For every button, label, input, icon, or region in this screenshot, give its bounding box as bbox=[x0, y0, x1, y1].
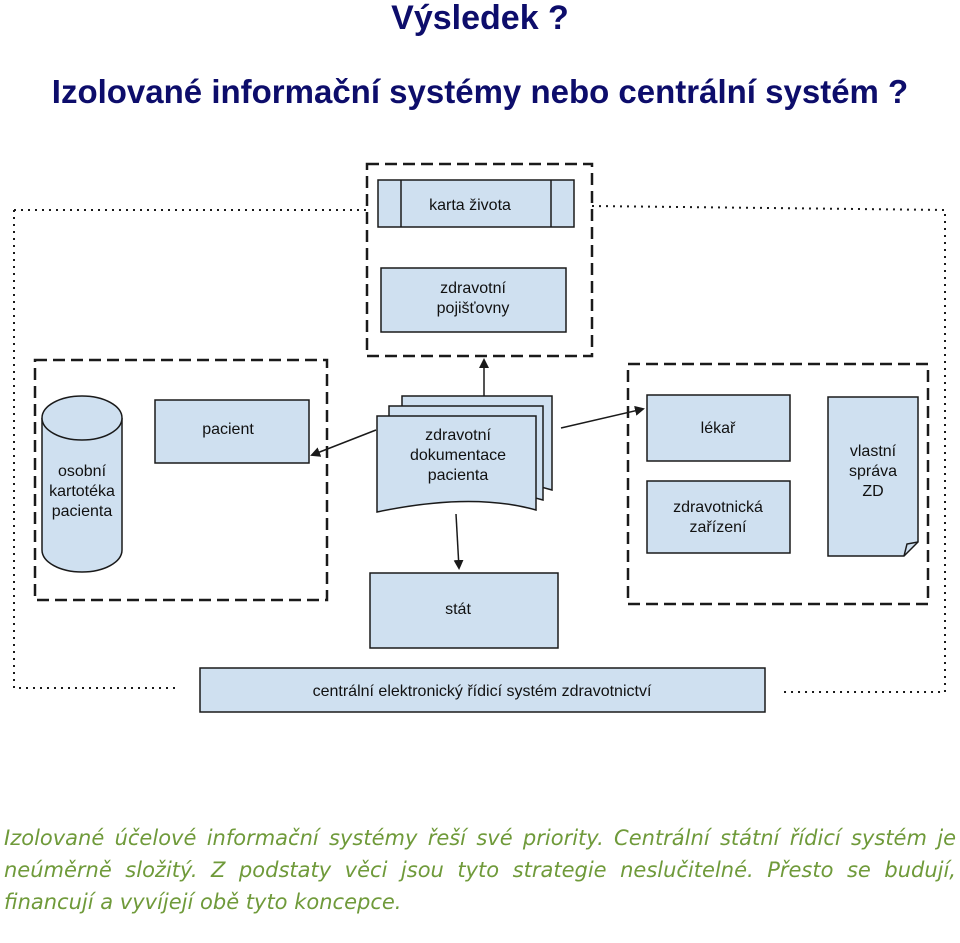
pojistovny-label-2: pojišťovny bbox=[437, 300, 510, 317]
page-subtitle: Izolované informační systémy nebo centrá… bbox=[51, 73, 909, 110]
zarizeni-node: zdravotnická zařízení bbox=[646, 480, 791, 554]
top-dashed-frame bbox=[365, 162, 594, 358]
stat-node: stát bbox=[369, 572, 559, 649]
dokumentace-label-1: zdravotní bbox=[425, 427, 491, 444]
kartoteka-label-1: osobní bbox=[58, 463, 107, 480]
dokumentace-label-3: pacienta bbox=[428, 467, 489, 484]
outer-dotted-frame bbox=[13, 205, 946, 693]
zarizeni-label-2: zařízení bbox=[690, 519, 747, 536]
sprava-label-3: ZD bbox=[862, 483, 883, 500]
sprava-node: vlastní správa ZD bbox=[827, 396, 919, 557]
stat-label: stát bbox=[445, 601, 471, 618]
lekar-label: lékař bbox=[701, 420, 736, 437]
page-title: Výsledek ? bbox=[391, 0, 569, 37]
right-dashed-frame bbox=[626, 362, 930, 606]
left-dashed-frame bbox=[33, 358, 329, 602]
karta-zivota-node: karta života bbox=[377, 179, 575, 228]
dokumentace-node: zdravotní dokumentace pacienta bbox=[376, 395, 553, 513]
arrow-to-stat bbox=[453, 513, 464, 570]
kartoteka-cylinder-node: osobní kartotéka pacienta bbox=[41, 395, 123, 573]
kartoteka-label-3: pacienta bbox=[52, 503, 113, 520]
kartoteka-label-2: kartotéka bbox=[49, 483, 115, 500]
pojistovny-node: zdravotní pojišťovny bbox=[380, 267, 567, 333]
zarizeni-label-1: zdravotnická bbox=[673, 499, 763, 516]
svg-text:zdravotní: zdravotní bbox=[440, 280, 506, 297]
sprava-label-2: správa bbox=[849, 463, 897, 480]
pacient-node: pacient bbox=[154, 399, 310, 464]
dokumentace-label-2: dokumentace bbox=[410, 447, 506, 464]
sprava-label-1: vlastní bbox=[850, 443, 897, 460]
arrow-to-pacient bbox=[310, 429, 377, 457]
caption-text: Izolované účelové informační systémy řeš… bbox=[4, 826, 956, 914]
pojistovny-label-1: zdravotní bbox=[440, 280, 506, 297]
arrow-to-lekar bbox=[560, 405, 645, 429]
karta-zivota-label: karta života bbox=[429, 197, 511, 214]
pacient-label: pacient bbox=[202, 421, 254, 438]
centralni-label: centrální elektronický řídicí systém zdr… bbox=[313, 683, 652, 700]
lekar-node: lékař bbox=[646, 394, 791, 462]
arrows bbox=[310, 358, 645, 570]
information-systems-diagram: karta života zdravotní pojišťovny osobní… bbox=[13, 162, 946, 713]
svg-text:pojišťovny: pojišťovny bbox=[437, 300, 510, 317]
centralni-node: centrální elektronický řídicí systém zdr… bbox=[199, 667, 766, 713]
